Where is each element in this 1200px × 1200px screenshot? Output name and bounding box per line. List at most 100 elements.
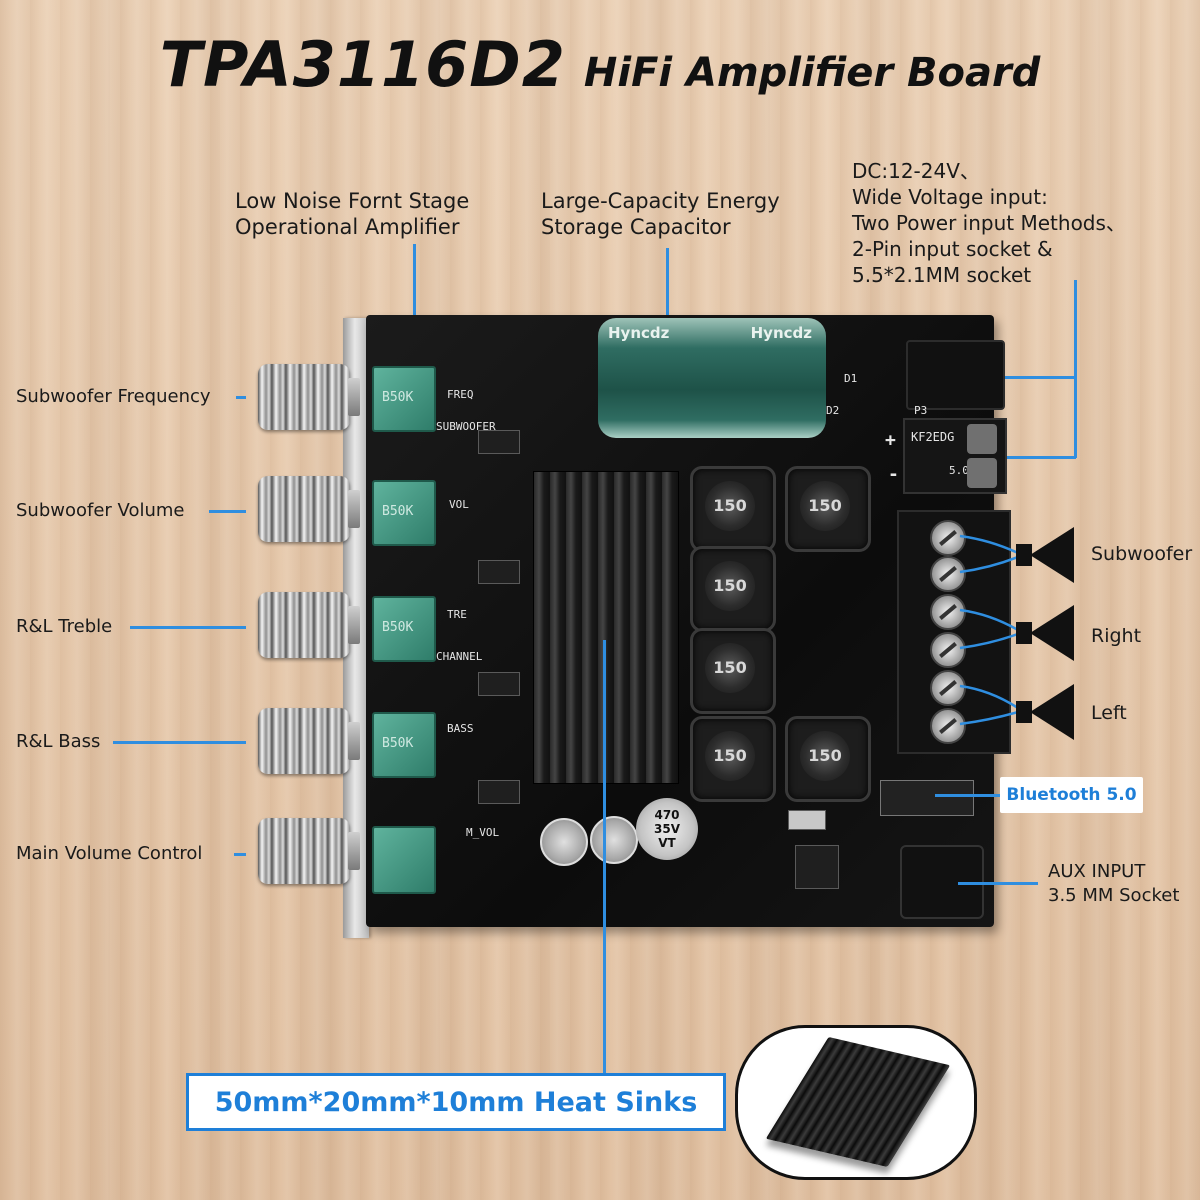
label-left: Left [1091,702,1127,724]
label-power-line5: 5.5*2.1MM socket [852,263,1032,287]
bluetooth-badge: Bluetooth 5.0 [1000,777,1143,813]
knob-subwoofer-frequency [258,364,360,430]
silk-channel: CHANNEL [436,650,483,663]
inductor: 150 [690,716,776,802]
silk-minus: - [888,464,899,485]
opamp-ic [478,780,520,804]
label-opamp: Low Noise Fornt Stage Operational Amplif… [235,188,469,240]
silk-p3: P3 [914,404,928,417]
bluetooth-module [880,780,974,816]
heatsink-badge: 50mm*20mm*10mm Heat Sinks [186,1073,726,1131]
terminal-screw [930,632,966,668]
pointer-line-main-vol [234,853,246,856]
silk-mvol: M_VOL [466,826,500,839]
pot-marking: B50K [382,390,414,405]
opamp-ic [478,430,520,454]
label-power-input: DC:12-24V、 Wide Voltage input: Two Power… [852,158,1126,288]
pot-treble: B50K [372,596,436,662]
knob-treble [258,592,360,658]
label-subwoofer: Subwoofer [1091,543,1193,565]
pointer-line-bass [113,741,246,744]
label-power-line2: Wide Voltage input: [852,185,1048,209]
pot-marking: B50K [382,620,414,635]
pot-main-volume [372,826,436,894]
label-aux: AUX INPUT 3.5 MM Socket [1048,860,1179,908]
silk-vol: VOL [449,498,469,511]
silk-plus: + [885,430,896,451]
inductor: 150 [690,466,776,552]
pointer-line-aux [958,882,1038,885]
terminal-screw [967,424,997,454]
terminal-marking: KF2EDG [911,430,955,444]
inductor: 150 [785,716,871,802]
label-opamp-line1: Low Noise Fornt Stage [235,189,470,213]
energy-storage-capacitor: Hyncdz Hyncdz [598,318,826,438]
inductor: 150 [785,466,871,552]
bluetooth-chip [795,845,839,889]
silk-d2: D2 [826,404,840,417]
label-aux-line2: 3.5 MM Socket [1048,885,1180,906]
cap470-label1: 470 [654,808,680,822]
label-power-line4: 2-Pin input socket & [852,237,1053,261]
label-bass: R&L Bass [16,731,101,752]
label-subwoofer-volume: Subwoofer Volume [16,500,185,521]
label-main-volume: Main Volume Control [16,843,203,864]
dc-jack [906,340,1005,410]
pointer-line-sub-vol [209,510,246,513]
speaker-icon [1016,684,1078,740]
electrolytic-capacitor [540,818,588,866]
inductor-marking: 150 [800,731,850,781]
pointer-line-dcjack [990,376,1076,379]
title-subtitle: HiFi Amplifier Board [583,50,1041,96]
capacitor-brand: Hyncdz [750,324,812,342]
inductor: 150 [690,628,776,714]
speaker-icon [1016,605,1078,661]
pot-subwoofer-frequency: B50K [372,366,436,432]
silk-d1: D1 [844,372,858,385]
label-capacitor: Large-Capacity Energy Storage Capacitor [541,188,780,240]
cap470-label3: VT [658,836,676,850]
terminal-screw [967,458,997,488]
heatsink-photo [735,1025,977,1180]
silk-tre: TRE [447,608,467,621]
cap470-label2: 35V [654,822,680,836]
pointer-line-bluetooth [935,794,1001,797]
pot-marking: B50K [382,504,414,519]
pointer-line-power-v [1074,280,1077,458]
title-model: TPA3116D2 [159,28,566,101]
inductor: 150 [690,546,776,632]
inductor-marking: 150 [705,731,755,781]
main-heatsink [533,471,679,784]
page-title: TPA3116D2 HiFi Amplifier Board [0,28,1200,101]
capacitor-470uf: 470 35V VT [636,798,698,860]
label-power-line1: DC:12-24V、 [852,159,980,183]
capacitor-brand: Hyncdz [608,324,670,342]
heatsink-image [765,1036,951,1168]
electrolytic-capacitor [590,816,638,864]
silk-bass: BASS [447,722,474,735]
pointer-line-terminal [990,456,1076,459]
terminal-screw [930,708,966,744]
label-power-line3: Two Power input Methods、 [852,211,1126,235]
label-opamp-line2: Operational Amplifier [235,215,460,239]
pointer-line-treble [130,626,246,629]
label-treble: R&L Treble [16,616,113,637]
pointer-line-heatsink [603,640,606,1075]
knob-subwoofer-volume [258,476,360,542]
speaker-icon [1016,527,1078,583]
two-pin-terminal: KF2EDG 5.08 [903,418,1007,494]
opamp-ic [478,672,520,696]
terminal-screw [930,520,966,556]
pot-bass: B50K [372,712,436,778]
pot-marking: B50K [382,736,414,751]
pointer-line-sub-freq [236,396,246,399]
label-right: Right [1091,625,1142,647]
inductor-marking: 150 [705,481,755,531]
silk-freq: FREQ [447,388,474,401]
pointer-line-opamp [413,244,416,374]
label-subwoofer-frequency: Subwoofer Frequency [16,386,211,407]
inductor-marking: 150 [800,481,850,531]
terminal-screw [930,556,966,592]
label-cap-line2: Storage Capacitor [541,215,731,239]
